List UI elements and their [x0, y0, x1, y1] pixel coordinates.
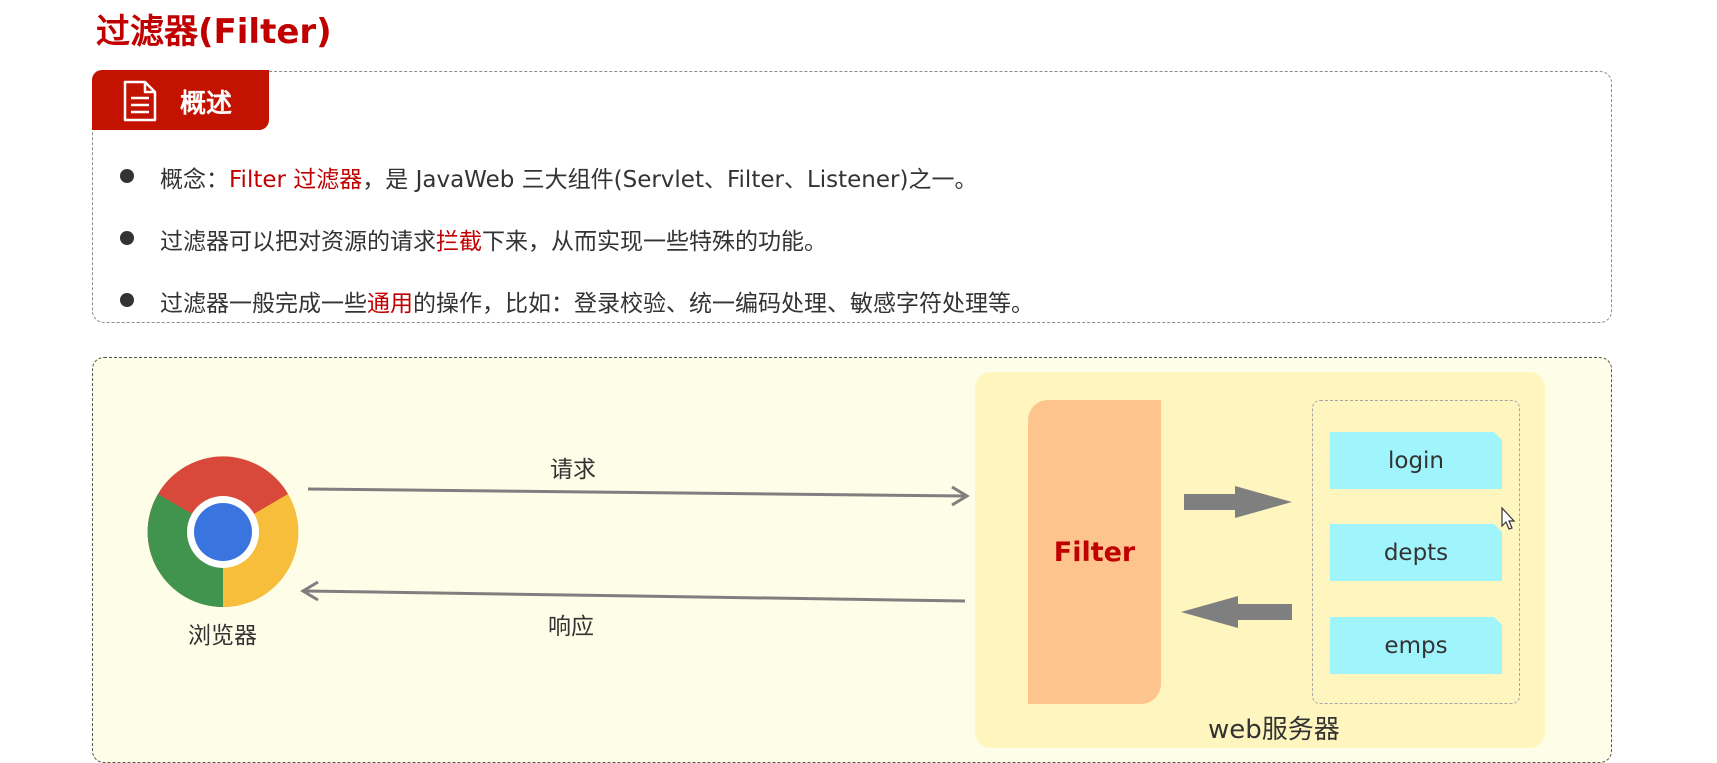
resource-emps: emps	[1330, 617, 1502, 674]
document-icon	[122, 79, 158, 127]
bullet-text: 下来，从而实现一些特殊的功能。	[482, 229, 827, 255]
bullet-text: 过滤器一般完成一些	[160, 291, 367, 317]
browser-label: 浏览器	[188, 623, 257, 649]
bullet-item-intercept: 过滤器可以把对资源的请求拦截下来，从而实现一些特殊的功能。	[120, 222, 827, 256]
bullet-item-concept: 概念：Filter 过滤器，是 JavaWeb 三大组件(Servlet、Fil…	[120, 160, 978, 194]
resources-group	[1312, 400, 1520, 704]
forward-arrow	[1184, 486, 1292, 518]
bullet-item-common-ops: 过滤器一般完成一些通用的操作，比如：登录校验、统一编码处理、敏感字符处理等。	[120, 284, 1034, 318]
resource-depts: depts	[1330, 524, 1502, 581]
request-label: 请求	[550, 457, 596, 483]
response-label: 响应	[548, 614, 594, 640]
chrome-browser-icon	[147, 456, 299, 608]
bullet-dot	[120, 293, 134, 307]
overview-panel	[92, 71, 1612, 323]
bullet-text: 概念：	[160, 167, 229, 193]
bullet-highlight: 通用	[367, 291, 413, 317]
bullet-text: ，是 JavaWeb 三大组件(Servlet、Filter、Listener)…	[362, 167, 978, 193]
resource-login: login	[1330, 432, 1502, 489]
bullet-highlight: Filter 过滤器	[229, 167, 363, 193]
bullet-highlight: 拦截	[436, 229, 482, 255]
bullet-text: 的操作，比如：登录校验、统一编码处理、敏感字符处理等。	[413, 291, 1034, 317]
web-server-label: web服务器	[1208, 715, 1340, 745]
cursor-icon	[1501, 506, 1516, 530]
backward-arrow	[1181, 596, 1292, 628]
response-arrow	[300, 580, 966, 603]
overview-tab-label: 概述	[180, 89, 233, 119]
bullet-dot	[120, 169, 134, 183]
filter-block: Filter	[1028, 400, 1161, 704]
filter-label: Filter	[1053, 536, 1136, 568]
overview-tab: 概述	[92, 70, 269, 130]
page-title: 过滤器(Filter)	[96, 12, 332, 52]
request-arrow	[307, 485, 970, 507]
bullet-text: 过滤器可以把对资源的请求	[160, 229, 436, 255]
bullet-dot	[120, 231, 134, 245]
